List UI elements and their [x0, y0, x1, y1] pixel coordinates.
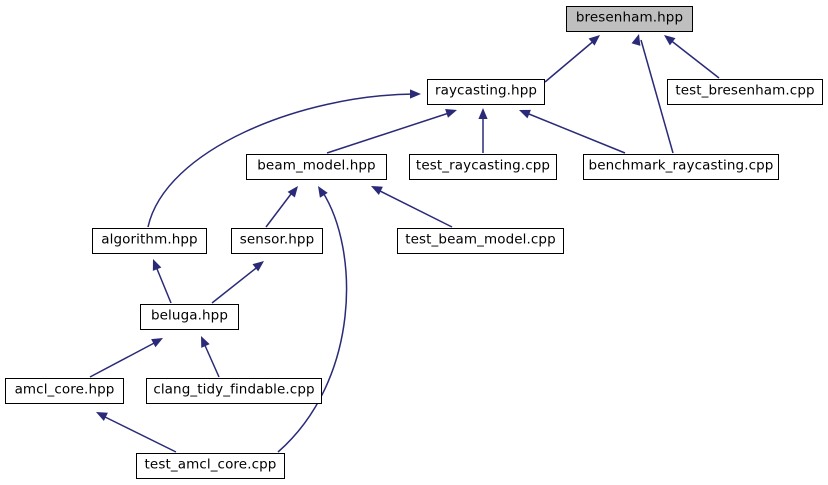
node-label: raycasting.hpp [434, 82, 538, 99]
edge-beam_model-to-raycasting [326, 109, 457, 154]
arrowhead-icon [96, 412, 108, 421]
edge-clang_tidy_findable-to-beluga [201, 336, 220, 378]
arrowhead-icon [287, 186, 298, 198]
node-label: beluga.hpp [150, 307, 228, 324]
edge-beluga-to-sensor [211, 261, 264, 304]
arrowhead-icon [519, 109, 531, 119]
node-label: test_amcl_core.cpp [144, 456, 277, 473]
edge-sensor-to-beam_model [265, 186, 298, 228]
node-label: test_beam_model.cpp [405, 231, 556, 248]
node-label: clang_tidy_findable.cpp [153, 381, 315, 398]
edge-benchmark_raycasting-to-bresenham [631, 34, 674, 154]
edge-algorithm-to-raycasting [147, 89, 421, 228]
node-clang_tidy_findable[interactable]: clang_tidy_findable.cpp [146, 378, 322, 404]
node-test_beam_model[interactable]: test_beam_model.cpp [397, 228, 564, 254]
node-algorithm[interactable]: algorithm.hpp [92, 228, 207, 254]
node-amcl_core[interactable]: amcl_core.hpp [5, 378, 124, 404]
node-benchmark_raycasting[interactable]: benchmark_raycasting.cpp [583, 154, 779, 180]
node-label: bresenham.hpp [575, 9, 684, 26]
arrowhead-icon [151, 338, 163, 348]
node-beam_model[interactable]: beam_model.hpp [246, 154, 387, 180]
node-beluga[interactable]: beluga.hpp [140, 304, 239, 330]
node-test_bresenham[interactable]: test_bresenham.cpp [667, 79, 823, 105]
edge-test_beam_model-to-beam_model [371, 186, 453, 228]
edge-test_raycasting-to-raycasting [478, 108, 488, 153]
edge-benchmark_raycasting-to-raycasting [519, 109, 626, 154]
arrowhead-icon [478, 108, 488, 119]
node-label: test_bresenham.cpp [675, 82, 815, 99]
arrowhead-icon [152, 259, 162, 271]
arrowhead-icon [445, 109, 457, 118]
node-label: benchmark_raycasting.cpp [588, 157, 774, 174]
edge-test_amcl_core-to-beam_model [277, 186, 348, 453]
arrowhead-icon [201, 336, 210, 348]
arrowhead-icon [318, 186, 328, 198]
node-label: algorithm.hpp [101, 231, 198, 248]
node-label: test_raycasting.cpp [415, 157, 551, 174]
edge-beluga-to-algorithm [152, 259, 172, 304]
arrowhead-icon [371, 186, 383, 195]
node-raycasting[interactable]: raycasting.hpp [427, 79, 545, 105]
node-test_raycasting[interactable]: test_raycasting.cpp [409, 154, 557, 180]
edge-test_amcl_core-to-amcl_core [96, 412, 177, 453]
node-label: sensor.hpp [239, 231, 315, 248]
node-label: beam_model.hpp [257, 157, 376, 174]
arrowhead-icon [588, 35, 600, 46]
edge-amcl_core-to-beluga [89, 338, 163, 378]
arrowhead-icon [410, 89, 421, 99]
edge-raycasting-to-bresenham [544, 35, 600, 83]
arrowhead-icon [252, 261, 264, 272]
node-label: amcl_core.hpp [14, 381, 115, 398]
node-sensor[interactable]: sensor.hpp [231, 228, 323, 254]
arrowhead-icon [631, 34, 641, 46]
node-test_amcl_core[interactable]: test_amcl_core.cpp [136, 453, 285, 479]
arrowhead-icon [664, 35, 676, 46]
node-bresenham[interactable]: bresenham.hpp [566, 6, 693, 32]
edge-test_bresenham-to-bresenham [664, 35, 720, 79]
